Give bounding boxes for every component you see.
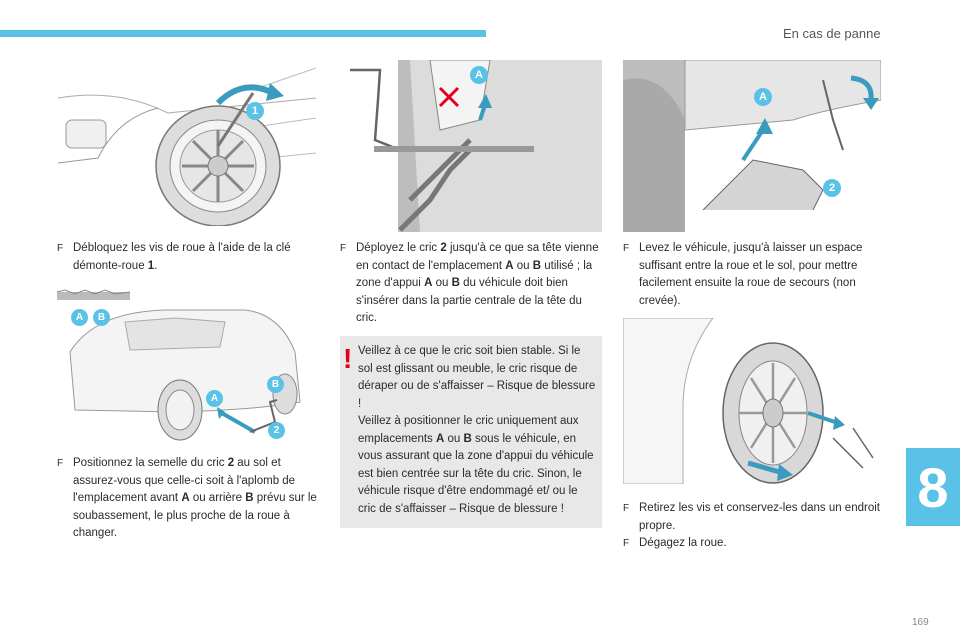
callout-badge-a3: A (470, 66, 488, 84)
warning-box: ! Veillez à ce que le cric soit bien sta… (340, 336, 602, 528)
illustration-jack-points: A B B A 2 (55, 282, 317, 442)
step-position-jack: F Positionnez la semelle du cric 2 au so… (57, 457, 317, 539)
step-remove-wheel: F Dégagez la roue. (623, 535, 888, 553)
step-remove-bolts: F Retirez les vis et conservez-les dans … (623, 502, 880, 532)
bullet-icon: F (623, 538, 630, 549)
illustration-remove-wheel (623, 318, 881, 484)
illustration-lift-vehicle: A 2 (623, 60, 881, 232)
bullet-icon: F (623, 243, 630, 254)
callout-badge-1: 1 (246, 102, 264, 120)
callout-badge-b2: B (267, 376, 284, 393)
warning-paragraph-2: Veillez à positionner le cric uniquement… (358, 415, 594, 515)
callout-badge-a4: A (754, 88, 772, 106)
callout-badge-a: A (71, 309, 88, 326)
warning-paragraph-1: Veillez à ce que le cric soit bien stabl… (358, 345, 596, 410)
step-loosen-bolts: F Débloquez les vis de roue à l'aide de … (57, 242, 291, 272)
callout-badge-2: 2 (268, 422, 285, 439)
section-title: En cas de panne (783, 26, 881, 41)
warning-icon: ! (343, 343, 353, 374)
bullet-icon: F (340, 243, 347, 254)
callout-badge-a2: A (206, 390, 223, 407)
page-number: 169 (912, 617, 929, 628)
illustration-loosen-bolts: 1 (58, 58, 316, 226)
callout-badge-b: B (93, 309, 110, 326)
step-deploy-jack: F Déployez le cric 2 jusqu'à ce que sa t… (340, 242, 599, 324)
bullet-icon: F (623, 503, 630, 514)
callout-badge-2b: 2 (823, 179, 841, 197)
chapter-tab: 8 (906, 448, 960, 526)
step-lift-vehicle: F Levez le véhicule, jusqu'à laisser un … (623, 242, 863, 307)
bullet-icon: F (57, 458, 64, 469)
bullet-icon: F (57, 243, 64, 254)
header-accent-bar (0, 30, 486, 37)
illustration-deploy-jack: A (340, 60, 602, 232)
